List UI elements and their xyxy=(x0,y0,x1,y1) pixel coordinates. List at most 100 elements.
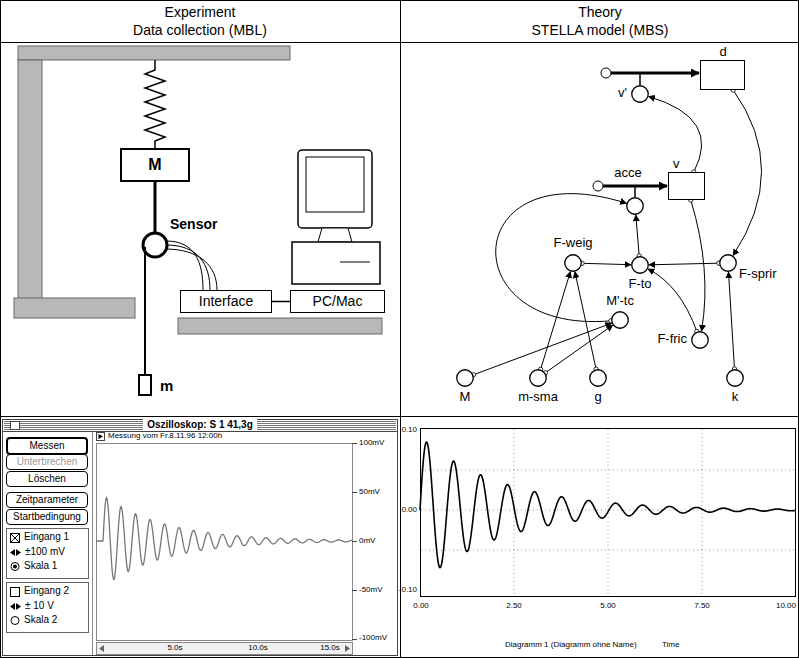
axis-value: 100mV xyxy=(359,438,384,447)
connector-arrow xyxy=(691,200,705,331)
connector-arrow xyxy=(729,272,735,369)
circle-shape xyxy=(692,332,709,349)
axis-title: Time xyxy=(662,640,679,649)
measurement-info: Messung vom Fr.8.11.96 12:00h xyxy=(108,431,222,440)
ui-button: Messen xyxy=(6,437,88,455)
circle-shape xyxy=(727,370,744,387)
circle-shape xyxy=(530,370,547,387)
circle-shape xyxy=(612,312,629,329)
converter-circle: k xyxy=(726,369,744,387)
model-graph xyxy=(420,429,796,597)
node-text: m-sma xyxy=(518,390,558,405)
converter-circle: F-sprir xyxy=(719,254,737,272)
flow-valve: v' xyxy=(631,85,649,103)
connector-arrow xyxy=(649,263,719,265)
part-label: m xyxy=(160,377,173,394)
converter-circle: M'-tc xyxy=(611,311,629,329)
axis-value: 50mV xyxy=(359,487,380,496)
column-heading: STELLA model (MBS) xyxy=(532,22,669,38)
converter-circle: m-sma xyxy=(529,369,547,387)
window-title: Oszilloskop: S 1 41,3g xyxy=(143,419,257,431)
mass-box: M xyxy=(120,148,190,182)
circle-shape xyxy=(565,255,582,272)
axis-value: 15.0s xyxy=(320,643,340,652)
converter-circle: g xyxy=(589,369,607,387)
interface-box: Interface xyxy=(180,290,272,313)
ui-button: Unterbrechen xyxy=(6,454,88,470)
stock-box: d xyxy=(700,60,745,90)
node-text: Interface xyxy=(199,293,253,309)
model-oscillation xyxy=(420,442,795,567)
computer-box: PC/Mac xyxy=(290,290,385,313)
connector-arrow xyxy=(545,325,612,373)
node-text: F-to xyxy=(628,277,651,292)
axis-value: -0.10 xyxy=(399,585,417,594)
axis-value: -100mV xyxy=(359,633,387,642)
connector-arrow xyxy=(733,90,762,256)
axis-value: 5.00 xyxy=(600,601,616,610)
circle-shape xyxy=(590,370,607,387)
circle-outline xyxy=(631,85,649,103)
circle-outline xyxy=(691,331,709,349)
graph-caption: Diagramm 1 (Diagramm ohne Name) xyxy=(505,640,637,649)
node-text: F-fric xyxy=(657,332,687,347)
measured-oscillation xyxy=(96,498,352,580)
circle-outline xyxy=(456,369,474,387)
connector-arrow xyxy=(582,263,631,264)
node-text: Unterbrechen xyxy=(17,456,78,468)
circle-shape xyxy=(632,86,649,103)
connector-arrow xyxy=(473,323,611,375)
converter-circle: F-to xyxy=(631,256,649,274)
node-text: acce xyxy=(614,166,641,181)
node-text: Löschen xyxy=(28,473,66,485)
node-text: Startbedingung xyxy=(13,511,81,523)
range-label: ±100 mV xyxy=(25,546,65,558)
apparatus xyxy=(14,46,382,395)
circle-outline xyxy=(726,369,744,387)
connector-arrow xyxy=(575,272,596,369)
column-heading: Theory xyxy=(578,4,622,20)
axis-value: 10.0s xyxy=(248,643,268,652)
channel-label: Eingang 2 xyxy=(24,585,69,597)
node-text: M'-tc xyxy=(606,294,634,309)
circle-shape xyxy=(627,198,644,215)
ui-button: Zeitparameter xyxy=(6,492,88,508)
flow-valve: acce xyxy=(626,197,644,215)
ui-button: Startbedingung xyxy=(6,509,88,525)
circle-shape xyxy=(457,370,474,387)
circle-outline xyxy=(529,369,547,387)
node-text: F-weig xyxy=(554,236,593,251)
node-text: M xyxy=(460,390,471,405)
circle-outline xyxy=(631,256,649,274)
node-text: F-sprir xyxy=(739,267,777,282)
node-text: k xyxy=(732,390,739,405)
circle-outline xyxy=(611,311,629,329)
circle-outline xyxy=(589,369,607,387)
node-text: M xyxy=(148,156,161,174)
node-text: g xyxy=(594,390,601,405)
axis-value: 10.00 xyxy=(776,601,796,610)
axis-value: 0.00 xyxy=(401,505,417,514)
wire xyxy=(272,301,290,303)
axis-value: 0mV xyxy=(359,536,375,545)
node-text: v xyxy=(673,157,680,172)
scale-label: Skala 2 xyxy=(24,614,57,626)
converter-circle: M xyxy=(456,369,474,387)
connector-arrow xyxy=(541,272,571,370)
channel-label: Eingang 1 xyxy=(24,531,69,543)
axis-value: 5.0s xyxy=(167,643,182,652)
part-label: Sensor xyxy=(170,216,217,232)
axis-value: 7.50 xyxy=(694,601,710,610)
connector-arrow xyxy=(648,269,697,332)
node-text: d xyxy=(719,45,726,60)
ui-button: Löschen xyxy=(6,471,88,487)
circle-shape xyxy=(632,257,649,274)
axis-value: 0.00 xyxy=(413,601,429,610)
column-heading: Data collection (MBL) xyxy=(133,22,267,38)
node-text: Messen xyxy=(29,440,64,452)
circle-shape xyxy=(720,255,737,272)
range-label: ± 10 V xyxy=(25,600,54,612)
